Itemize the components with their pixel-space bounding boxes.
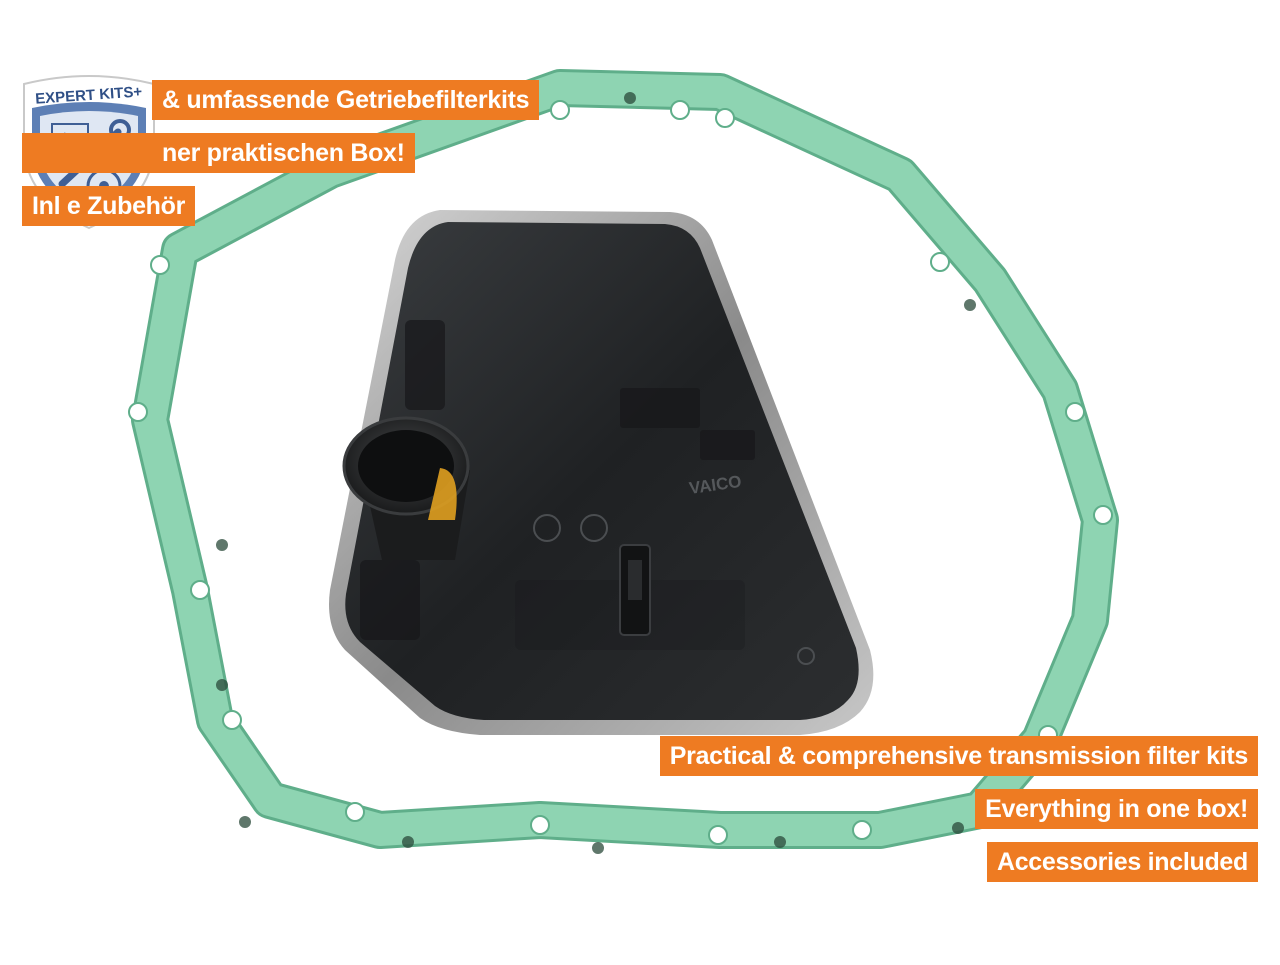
gasket-bolt-holes xyxy=(128,100,1113,845)
filter-clip-slot xyxy=(628,560,642,600)
filter-suction-pipe xyxy=(342,416,470,560)
filter-embossing xyxy=(533,514,815,665)
badge-en-1: Practical & comprehensive transmission f… xyxy=(659,736,1258,776)
badge-en-3: Accessories included xyxy=(986,842,1258,882)
gasket-print-marks xyxy=(216,92,976,854)
badge-de-3: Inl e Zubehör xyxy=(22,186,196,226)
pipe-orange-mesh xyxy=(428,468,457,520)
badge-en-2: Everything in one box! xyxy=(975,789,1258,829)
badge-de-2: ner praktischen Box! xyxy=(22,133,415,173)
badge-de-1: & umfassende Getriebefilterkits xyxy=(152,80,540,120)
filter-body xyxy=(345,222,859,720)
